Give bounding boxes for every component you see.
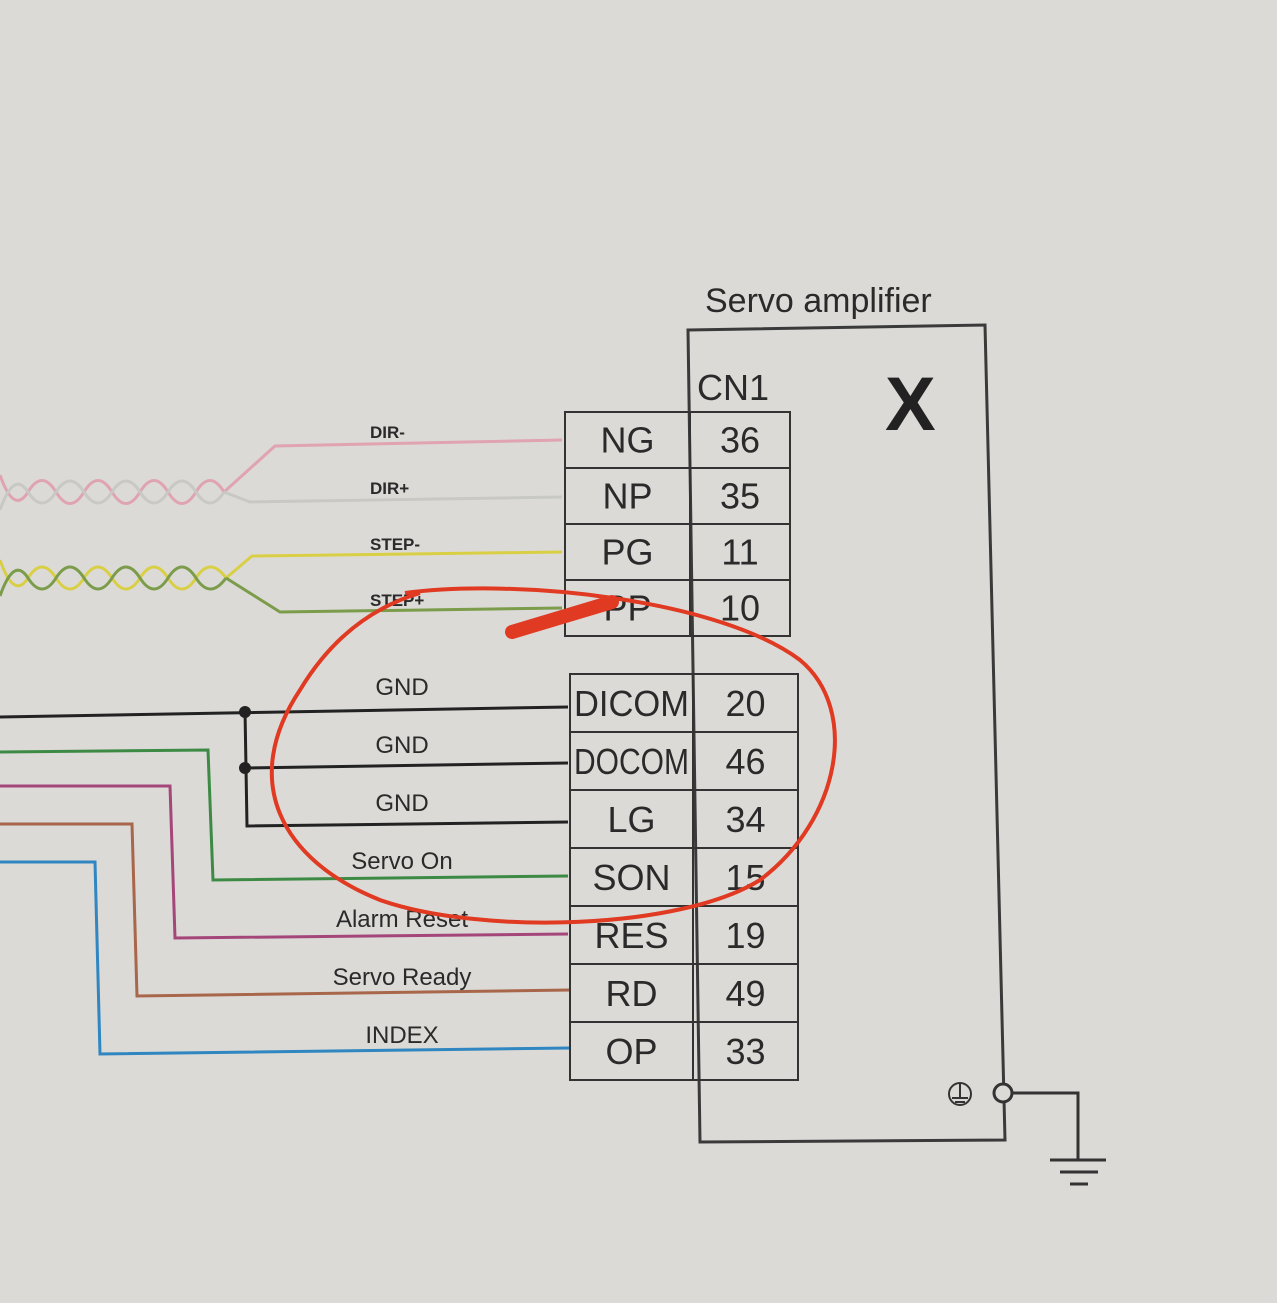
signal-name: PG	[601, 531, 653, 572]
wire-label: GND	[375, 790, 428, 817]
amplifier-title: Servo amplifier	[705, 282, 932, 320]
signal-name: NG	[601, 419, 655, 460]
connector-label: CN1	[697, 367, 769, 408]
pin-number: 34	[725, 799, 765, 840]
signal-name: DOCOM	[574, 741, 689, 782]
pin-number: 35	[720, 475, 760, 516]
pin-number: 33	[725, 1031, 765, 1072]
wire-label: GND	[375, 732, 428, 759]
wire-label: Servo On	[351, 848, 452, 875]
pin-number: 19	[725, 915, 765, 956]
axis-label: X	[885, 362, 936, 447]
pin-number: 20	[725, 683, 765, 724]
twisted-pair-dir	[0, 438, 563, 511]
pin-number: 49	[725, 973, 765, 1014]
wire-label: DIR-	[370, 423, 405, 442]
wire-label: Servo Ready	[333, 964, 472, 991]
wire-label: INDEX	[365, 1022, 438, 1049]
signal-name: NP	[602, 475, 652, 516]
signal-name: LG	[607, 799, 655, 840]
wire-label: Alarm Reset	[336, 906, 468, 933]
wire-label: GND	[375, 674, 428, 701]
ground-symbol	[992, 1082, 1106, 1186]
io-wires	[0, 705, 571, 1056]
signal-name: SON	[592, 857, 670, 898]
pin-number: 11	[721, 531, 758, 572]
red-circle-annotation	[269, 586, 837, 925]
servo-amplifier-box	[686, 323, 1007, 1144]
pin-number: 10	[720, 587, 760, 628]
pin-number: 46	[725, 741, 765, 782]
wire-label: STEP-	[370, 535, 420, 554]
twisted-pair-step	[0, 550, 563, 614]
earth-terminal-icon	[948, 1082, 972, 1106]
signal-name: RD	[606, 973, 658, 1014]
pin-number: 15	[725, 857, 765, 898]
pin-number: 36	[720, 419, 760, 460]
wire-label: DIR+	[370, 479, 409, 498]
pin-cell	[692, 1021, 799, 1081]
signal-name: OP	[605, 1031, 657, 1072]
signal-name: DICOM	[574, 683, 689, 724]
pin-cell	[689, 579, 791, 637]
